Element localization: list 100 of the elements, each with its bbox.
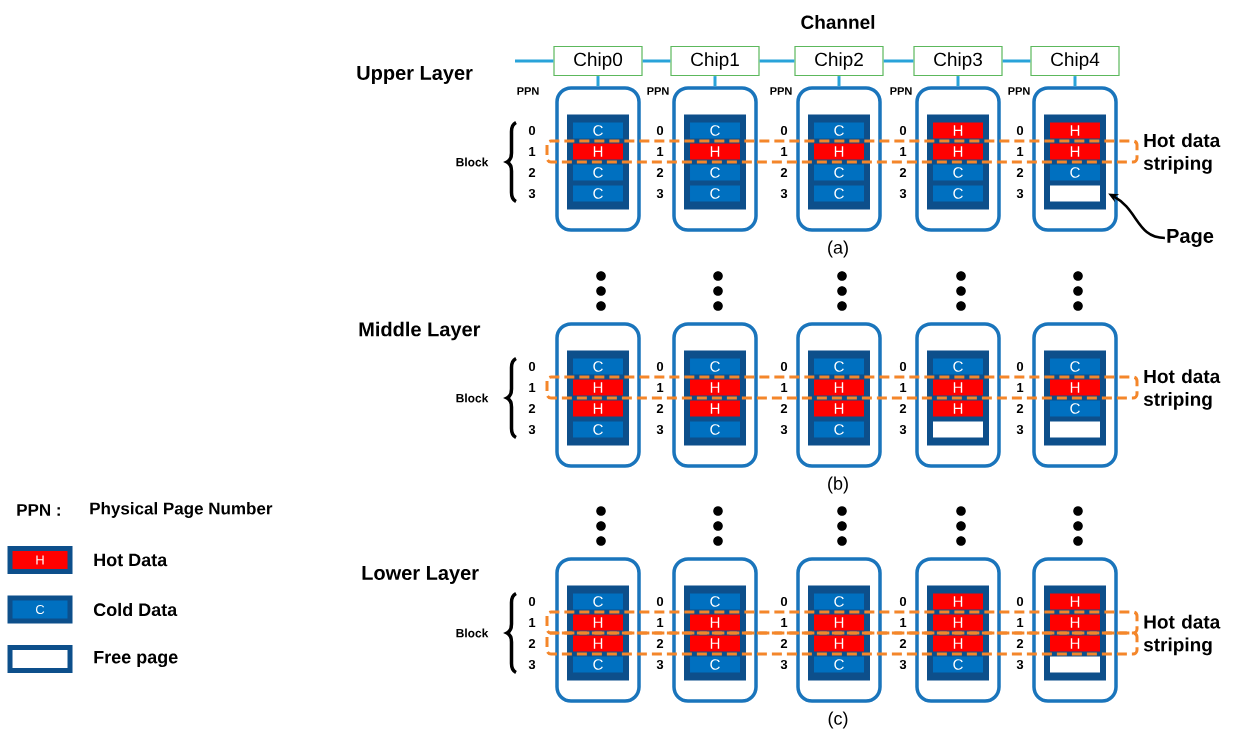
row-number: 2	[1016, 403, 1024, 414]
page-box: H	[814, 143, 864, 160]
page-box	[1050, 656, 1100, 673]
block-label: Block	[456, 393, 489, 403]
row-number: 3	[899, 424, 907, 435]
connector-line	[837, 76, 841, 87]
connector-line	[713, 76, 717, 87]
legend-swatch	[7, 645, 73, 673]
layer-label: Middle Layer	[359, 321, 481, 341]
row-number: 2	[528, 403, 536, 414]
legend-label: Free page	[94, 650, 178, 668]
page-box: C	[933, 185, 983, 202]
channel-line	[883, 59, 914, 63]
row-number: 0	[656, 361, 664, 372]
page-box: H	[573, 635, 623, 652]
row-number: 2	[1016, 638, 1024, 649]
row-number: 1	[900, 383, 907, 392]
page-box: H	[814, 400, 864, 417]
row-number: 1	[1017, 618, 1024, 627]
page-box: H	[1050, 614, 1100, 631]
row-number: 0	[656, 125, 664, 136]
channel-line	[759, 59, 795, 63]
striping-label: Hot data striping	[1143, 133, 1221, 174]
row-number: 0	[528, 596, 536, 607]
page-box: C	[933, 656, 983, 673]
row-number: 1	[657, 618, 664, 627]
page-box: H	[690, 143, 740, 160]
row-number: 0	[528, 125, 536, 136]
row-number: 3	[780, 424, 788, 435]
page-box: H	[573, 614, 623, 631]
page-box: C	[690, 656, 740, 673]
page-box: H	[690, 635, 740, 652]
page-box: C	[814, 185, 864, 202]
block-label: Block	[456, 157, 489, 167]
chip-box: Chip3	[913, 45, 1003, 77]
row-number: 1	[529, 618, 536, 627]
row-number: 0	[528, 361, 536, 372]
page-box: H	[933, 379, 983, 396]
row-number: 3	[528, 424, 536, 435]
row-number: 2	[780, 167, 788, 178]
ppn-label: PPN	[517, 87, 539, 95]
row-number: 3	[656, 424, 664, 435]
page-box: H	[1050, 593, 1100, 610]
connector-line	[596, 76, 600, 87]
page-box: C	[814, 358, 864, 375]
page-box: C	[933, 164, 983, 181]
page-box: C	[1050, 164, 1100, 181]
page-box: H	[690, 614, 740, 631]
page-box: C	[814, 593, 864, 610]
page-box: C	[690, 122, 740, 139]
layer-label: Lower Layer	[362, 566, 479, 584]
page-box: C	[690, 164, 740, 181]
row-number: 1	[900, 618, 907, 627]
row-number: 3	[528, 659, 536, 670]
row-number: 1	[781, 147, 788, 156]
page-box: C	[933, 358, 983, 375]
row-number: 0	[1016, 361, 1024, 372]
row-number: 3	[656, 659, 664, 670]
page-box: H	[933, 593, 983, 610]
page-box: C	[690, 593, 740, 610]
page-box	[933, 421, 983, 438]
legend-definition: Physical Page Number	[90, 502, 273, 518]
row-number: 1	[781, 618, 788, 627]
row-number: 2	[1016, 167, 1024, 178]
row-number: 2	[656, 638, 664, 649]
page-box: H	[933, 122, 983, 139]
ppn-label: PPN	[770, 87, 792, 95]
page-box: H	[573, 400, 623, 417]
page-box: C	[814, 164, 864, 181]
ppn-label: PPN	[890, 87, 912, 95]
layer-label: Upper Layer	[357, 66, 473, 84]
striping-label: Hot data striping	[1143, 369, 1221, 410]
row-number: 2	[528, 167, 536, 178]
page-box: C	[573, 164, 623, 181]
row-number: 1	[657, 147, 664, 156]
page-box: H	[1050, 143, 1100, 160]
subfigure-label: (b)	[828, 476, 848, 494]
page-box: C	[573, 421, 623, 438]
channel-line	[642, 59, 671, 63]
chip-box: Chip2	[794, 45, 884, 77]
legend-key: PPN :	[17, 504, 60, 516]
row-number: 3	[899, 188, 907, 199]
page-box: C	[573, 656, 623, 673]
row-number: 0	[1016, 596, 1024, 607]
row-number: 2	[899, 403, 907, 414]
page-box: C	[814, 656, 864, 673]
page-box: C	[814, 421, 864, 438]
row-number: 0	[780, 596, 788, 607]
row-number: 2	[656, 167, 664, 178]
row-number: 1	[657, 383, 664, 392]
channel-line	[515, 59, 554, 63]
row-number: 3	[528, 188, 536, 199]
row-number: 0	[656, 596, 664, 607]
page-box: H	[933, 400, 983, 417]
row-number: 2	[528, 638, 536, 649]
page-box: H	[690, 400, 740, 417]
page-box: H	[690, 379, 740, 396]
subfigure-label: (c)	[828, 711, 848, 729]
ppn-label: PPN	[647, 87, 669, 95]
row-number: 1	[900, 147, 907, 156]
